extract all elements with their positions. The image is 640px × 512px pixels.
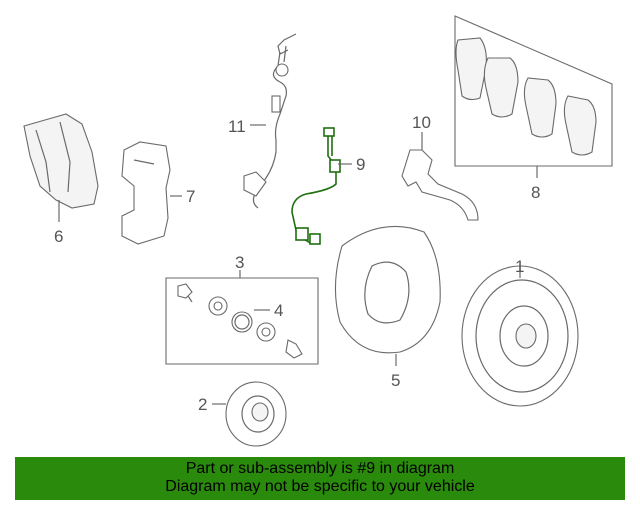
wheel-hub-part-2[interactable] [212, 381, 287, 447]
callout-6: 6 [54, 227, 63, 246]
callout-2: 2 [198, 395, 207, 414]
hardware-kit-part-3[interactable] [165, 270, 319, 365]
callout-11: 11 [228, 117, 246, 136]
brake-rotor-part-1[interactable] [461, 265, 579, 407]
callout-4: 4 [274, 301, 283, 320]
brake-caliper-part-6[interactable] [23, 113, 99, 222]
brake-pad-set-part-8[interactable] [454, 15, 613, 178]
info-banner: Part or sub-assembly is #9 in diagram Di… [15, 457, 625, 500]
caliper-bracket-part-7[interactable] [121, 141, 182, 245]
callout-7: 7 [186, 187, 195, 206]
callout-3: 3 [235, 253, 244, 272]
callout-1: 1 [515, 257, 524, 276]
banner-line-1: Part or sub-assembly is #9 in diagram [185, 460, 455, 477]
callout-10: 10 [412, 113, 431, 132]
splash-shield-part-5[interactable] [334, 225, 441, 366]
abs-sensor-part-11[interactable] [243, 33, 297, 209]
callout-5: 5 [391, 371, 400, 390]
dust-shield-bracket-part-10[interactable] [401, 132, 479, 221]
callout-8: 8 [531, 183, 540, 202]
banner-line-2: Diagram may not be specific to your vehi… [165, 478, 475, 495]
callout-9: 9 [356, 155, 365, 174]
brake-hose-part-9[interactable] [291, 127, 352, 245]
